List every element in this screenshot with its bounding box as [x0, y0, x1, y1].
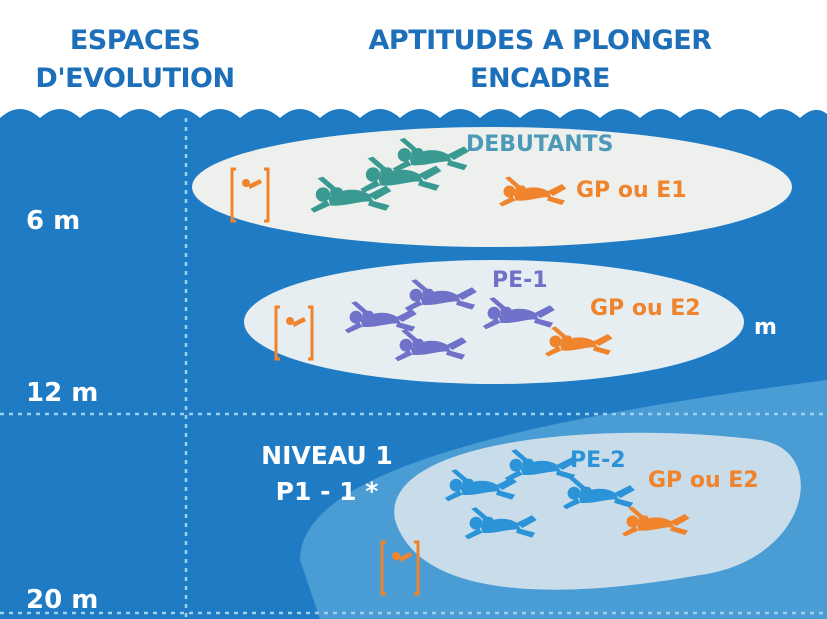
- level-line1: NIVEAU 1: [261, 441, 393, 470]
- band-pe1-side-mark: m: [754, 315, 777, 340]
- depth-label-20m: 20 m: [26, 585, 99, 615]
- header-left: ESPACES D'EVOLUTION: [15, 22, 255, 98]
- gp-guide-icon: [380, 540, 420, 596]
- depth-label-6m: 6 m: [26, 206, 81, 236]
- band-pe1-guide: GP ou E2: [590, 296, 701, 321]
- header-left-line2: D'EVOLUTION: [35, 63, 235, 94]
- header-left-line1: ESPACES: [69, 25, 201, 56]
- band-pe2-bubble: [394, 432, 801, 590]
- header-right: APTITUDES A PLONGER ENCADRE: [330, 22, 750, 98]
- header-right-line1: APTITUDES A PLONGER: [368, 25, 712, 56]
- depth-label-12m: 12 m: [26, 378, 99, 408]
- level-label: NIVEAU 1 P1 - 1 *: [232, 438, 422, 510]
- gp-guide-icon: [230, 167, 270, 223]
- gp-guide-icon: [274, 305, 314, 361]
- band-pe2-guide: GP ou E2: [648, 468, 759, 493]
- header-right-line2: ENCADRE: [470, 63, 610, 94]
- band-debutants-bubble: [192, 127, 792, 247]
- band-debutants-label: DEBUTANTS: [466, 132, 614, 157]
- band-pe1-label: PE-1: [492, 268, 548, 293]
- level-line2: P1 - 1 *: [275, 477, 379, 506]
- band-pe2-label: PE-2: [570, 448, 626, 473]
- band-debutants-guide: GP ou E1: [576, 178, 687, 203]
